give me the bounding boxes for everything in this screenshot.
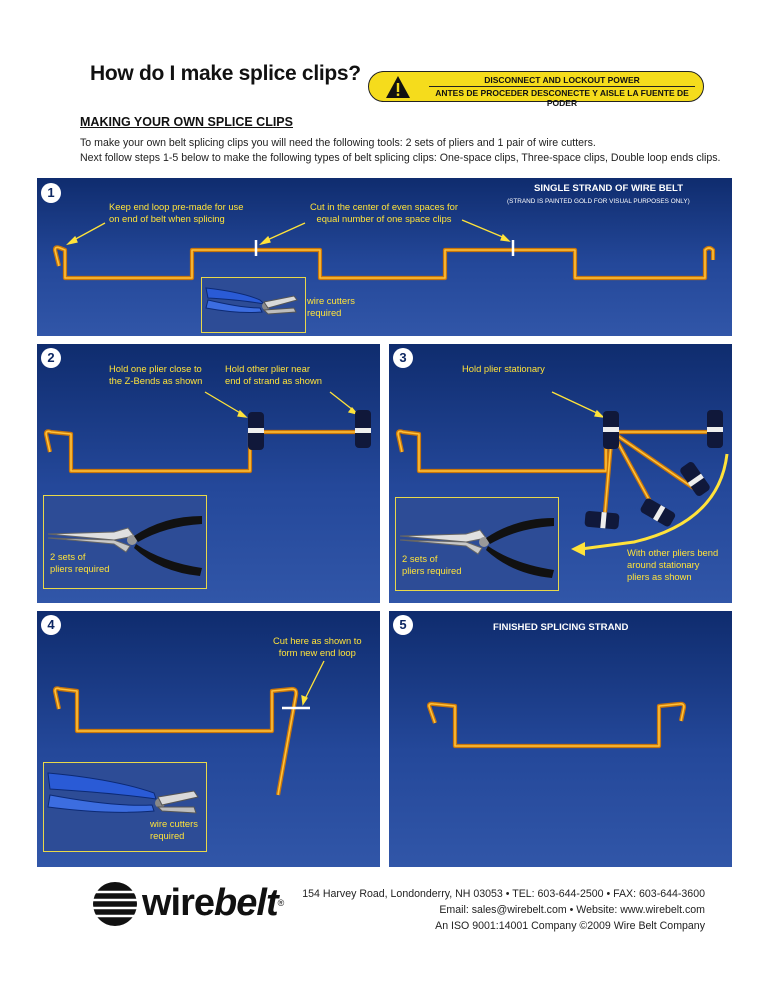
plier-jaw-icon: [640, 498, 676, 527]
wire-cutters-inset: [43, 762, 207, 852]
wire-cutters-icon: [47, 772, 199, 814]
pliers-inset: [43, 495, 207, 589]
intro-tools: To make your own belt splicing clips you…: [80, 137, 596, 149]
step-number: 4: [41, 615, 61, 635]
warning-line-english: DISCONNECT AND LOCKOUT POWER: [429, 75, 695, 87]
logo-registered-mark: ®: [277, 898, 285, 908]
pliers-icon: [399, 518, 554, 578]
step-number: 5: [393, 615, 413, 635]
wirebelt-logo: wirebelt®: [90, 880, 320, 928]
wire-cutters-icon: [205, 287, 298, 315]
logo-wire-text: wire: [142, 882, 215, 924]
section-title: MAKING YOUR OWN SPLICE CLIPS: [80, 115, 293, 129]
warning-triangle-icon: [386, 76, 410, 98]
cut-strand-diagram: [52, 660, 325, 796]
logo-belt-text: belt: [214, 882, 279, 924]
step-5-panel: 5 FINISHED SPLICING STRAND: [389, 611, 732, 867]
plier-jaw-icon: [707, 410, 723, 448]
pliers-icon: [47, 516, 202, 576]
finished-strand-diagram: [426, 701, 687, 749]
bending-strand-diagram: [395, 391, 729, 556]
page-title: How do I make splice clips?: [90, 62, 361, 85]
warning-banner: DISCONNECT AND LOCKOUT POWER ANTES DE PR…: [368, 71, 704, 108]
step-3-panel: 3 Hold plier stationary: [389, 344, 732, 603]
pliers-inset: [395, 497, 559, 591]
step-5-heading: FINISHED SPLICING STRAND: [493, 622, 629, 633]
footer-address: 154 Harvey Road, Londonderry, NH 03053 •…: [302, 888, 705, 900]
curved-arrow-icon: [571, 453, 729, 556]
plier-jaw-icon: [355, 410, 371, 448]
plier-jaw-icon: [603, 411, 619, 449]
wire-cutters-inset: [201, 277, 306, 333]
step-number: 1: [41, 183, 61, 203]
plier-jaw-icon: [680, 462, 710, 496]
pliers-on-strand-diagram: [43, 391, 371, 474]
step-number: 2: [41, 348, 61, 368]
warning-line-spanish: ANTES DE PROCEDER DESCONECTE Y AISLE LA …: [435, 88, 689, 108]
step-1-subheading: (STRAND IS PAINTED GOLD FOR VISUAL PURPO…: [507, 198, 690, 205]
wirebelt-globe-icon: [93, 882, 138, 926]
step-number: 3: [393, 348, 413, 368]
step-1-heading: SINGLE STRAND OF WIRE BELT: [534, 183, 684, 194]
plier-jaw-icon: [584, 510, 620, 530]
step-1-panel: 1 SINGLE STRAND OF WIRE BELT (STRAND IS …: [37, 178, 732, 336]
plier-jaw-icon: [248, 412, 264, 450]
footer-contact: Email: sales@wirebelt.com • Website: www…: [439, 904, 705, 916]
wire-strand-diagram: [52, 219, 716, 281]
intro-steps: Next follow steps 1-5 below to make the …: [80, 152, 721, 164]
callout-hold-stationary: Hold plier stationary: [462, 363, 545, 374]
footer-company: An ISO 9001:14001 Company ©2009 Wire Bel…: [435, 920, 705, 932]
